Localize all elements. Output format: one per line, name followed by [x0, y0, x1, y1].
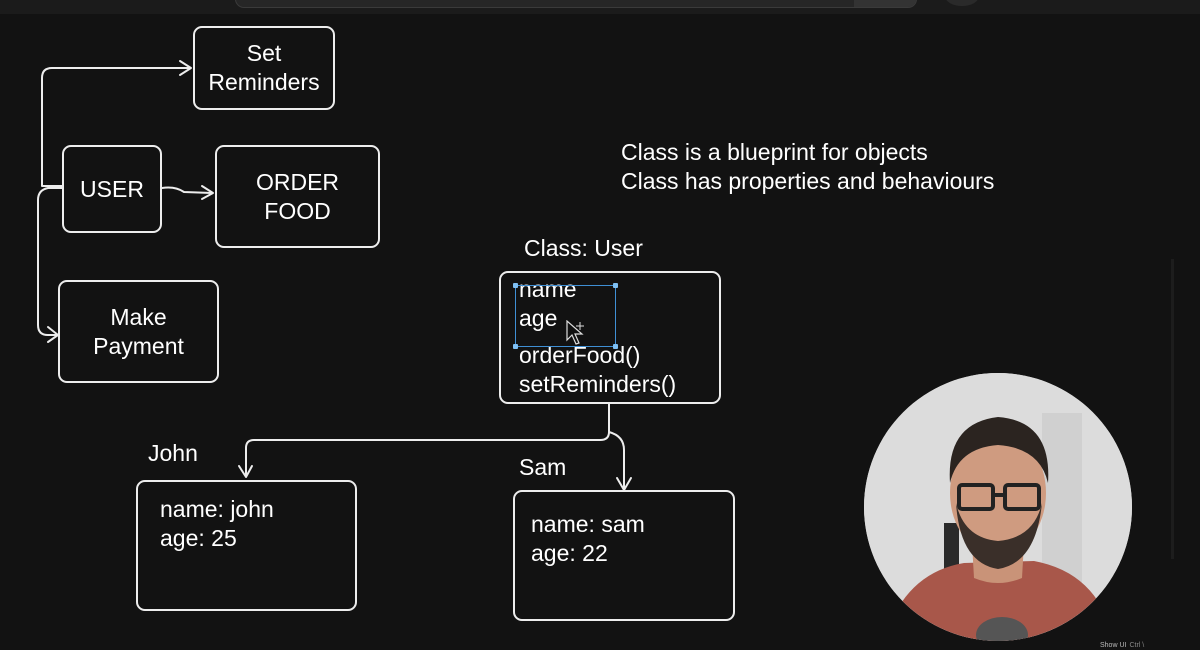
arrowhead-set-reminders [179, 60, 192, 76]
make-payment-line-1: Make [110, 303, 167, 330]
toolbar-avatar[interactable] [945, 0, 979, 6]
text-selection-box[interactable] [513, 283, 618, 349]
top-toolbar [0, 0, 1200, 14]
order-food-line-2: FOOD [264, 197, 331, 224]
arrow-user-to-set-reminders [41, 67, 191, 187]
toolbar-button[interactable] [854, 0, 916, 7]
user-box[interactable]: USER [62, 145, 162, 233]
show-ui-shortcut: Ctrl \ [1129, 642, 1145, 649]
presenter-avatar-image [864, 373, 1132, 641]
make-payment-line-2: Payment [93, 332, 184, 359]
john-name: name: john [160, 496, 274, 522]
notes-text[interactable]: Class is a blueprint for objects Class h… [621, 138, 994, 196]
arrowhead-order-food [201, 185, 214, 200]
presenter-webcam-overlay [864, 373, 1132, 641]
class-method-set-reminders: setReminders() [519, 371, 677, 397]
selection-handle[interactable] [613, 283, 618, 288]
set-reminders-box[interactable]: Set Reminders [193, 26, 335, 110]
class-property-age: age [519, 305, 558, 331]
sam-age: age: 22 [531, 540, 608, 566]
whiteboard-canvas[interactable]: Set Reminders USER ORDER FOOD Make Payme… [0, 14, 1200, 650]
arrowhead-john [238, 465, 253, 478]
selection-handle[interactable] [513, 344, 518, 349]
class-user-box[interactable]: name age orderFood() setReminders() [499, 271, 721, 404]
object-john-label[interactable]: John [148, 440, 198, 466]
arrow-user-to-order-food [161, 186, 213, 194]
move-cursor-icon [566, 320, 584, 345]
object-sam-label[interactable]: Sam [519, 454, 567, 480]
object-sam-box[interactable]: name: sam age: 22 [513, 490, 735, 621]
class-title[interactable]: Class: User [524, 235, 643, 261]
make-payment-box[interactable]: Make Payment [58, 280, 219, 383]
set-reminders-line-2: Reminders [208, 69, 320, 95]
class-property-name: name [519, 276, 577, 302]
note-line-2: Class has properties and behaviours [621, 168, 995, 194]
toolbar-search-field[interactable] [235, 0, 917, 8]
sam-name: name: sam [531, 511, 645, 537]
john-age: age: 25 [160, 525, 237, 551]
vertical-scrollbar[interactable] [1171, 259, 1174, 559]
object-john-box[interactable]: name: john age: 25 [136, 480, 357, 611]
show-ui-label: Show UI [1100, 642, 1127, 649]
selection-handle[interactable] [513, 283, 518, 288]
arrow-user-to-make-payment [37, 187, 63, 336]
arrow-class-to-sam [608, 431, 625, 490]
arrow-class-to-john [245, 403, 610, 477]
selection-handle[interactable] [613, 344, 618, 349]
order-food-line-1: ORDER [255, 168, 340, 195]
order-food-box[interactable]: ORDER FOOD [215, 145, 380, 248]
user-box-label: USER [80, 175, 144, 202]
note-line-1: Class is a blueprint for objects [621, 139, 928, 165]
set-reminders-line-1: Set [246, 40, 282, 66]
